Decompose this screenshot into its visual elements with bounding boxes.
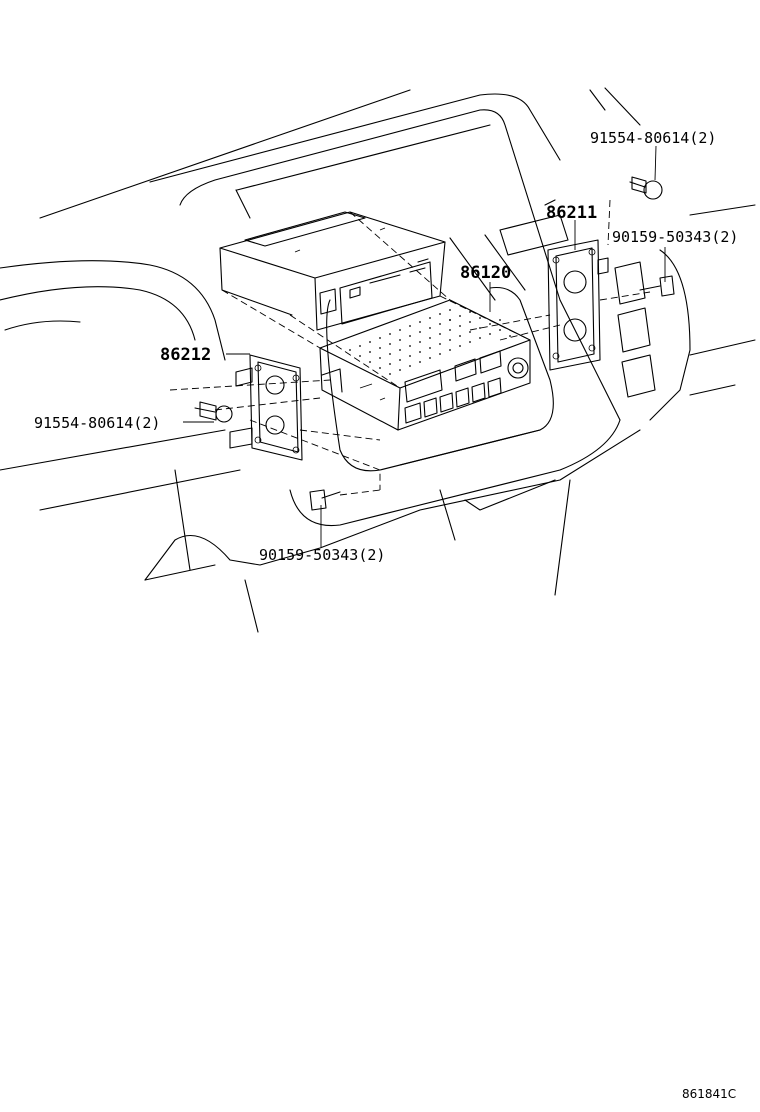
leader-lines	[183, 145, 666, 547]
label-86120: 86120	[460, 263, 511, 283]
label-screw-right: 90159-50343(2)	[612, 228, 738, 246]
upper-radio-unit	[219, 211, 446, 331]
screw-bottom	[309, 489, 341, 511]
bracket-86211	[547, 239, 609, 371]
label-bolt-left: 91554-80614(2)	[34, 414, 160, 432]
label-86212: 86212	[160, 345, 211, 365]
diagram-code: 861841C	[682, 1087, 736, 1101]
label-screw-bottom: 90159-50343(2)	[259, 546, 385, 564]
bolt-top-right	[629, 176, 663, 200]
label-86211: 86211	[546, 203, 597, 223]
bracket-86212	[229, 354, 303, 461]
label-bolt-top-right: 91554-80614(2)	[590, 129, 716, 147]
radio-receiver-86120	[319, 299, 531, 431]
screw-right	[639, 275, 675, 297]
assembly-guide-lines	[169, 199, 651, 496]
bolt-left	[194, 401, 233, 423]
